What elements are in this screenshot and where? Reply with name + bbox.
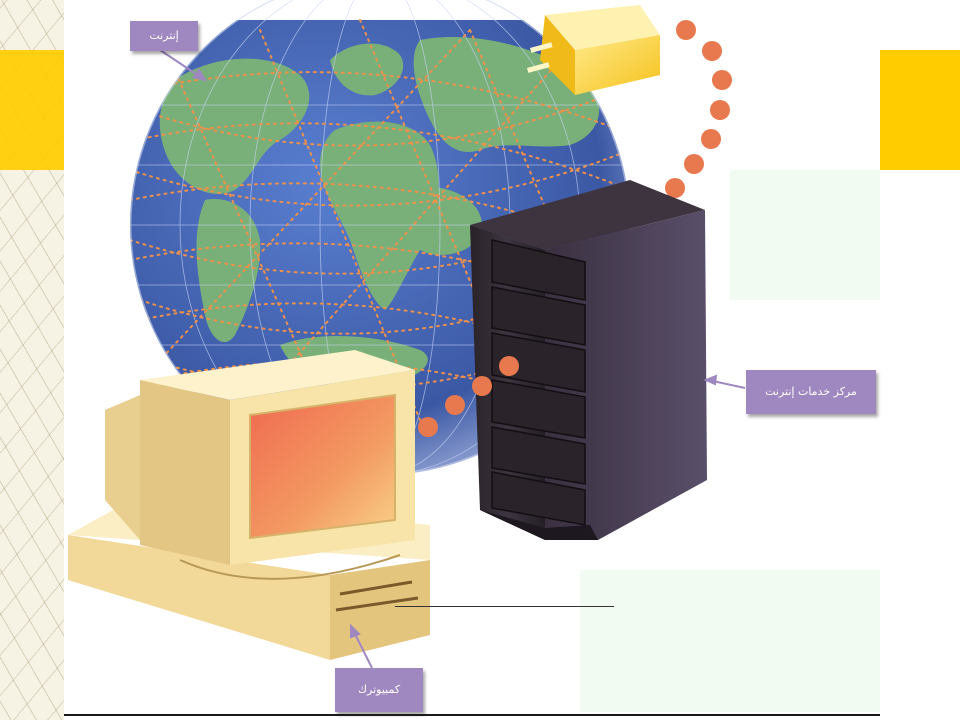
link-dots-plug-server bbox=[665, 20, 732, 198]
accent-block-left bbox=[0, 50, 64, 170]
computer-icon bbox=[68, 350, 430, 660]
bottom-divider bbox=[64, 714, 880, 716]
accent-block-right bbox=[880, 50, 960, 170]
isp-label: مركز خدمات إنترنت bbox=[746, 370, 876, 414]
computer-label: كمبيوترك bbox=[335, 668, 423, 712]
background-panel-upper bbox=[730, 170, 880, 300]
background-panel-lower bbox=[580, 570, 880, 712]
power-plug-icon bbox=[527, 5, 660, 95]
callout-arrows bbox=[159, 49, 746, 669]
internet-label: إنترنت bbox=[130, 21, 198, 51]
link-dots-globe-server bbox=[418, 356, 519, 437]
server-icon bbox=[470, 180, 707, 540]
divider-line bbox=[395, 606, 614, 607]
